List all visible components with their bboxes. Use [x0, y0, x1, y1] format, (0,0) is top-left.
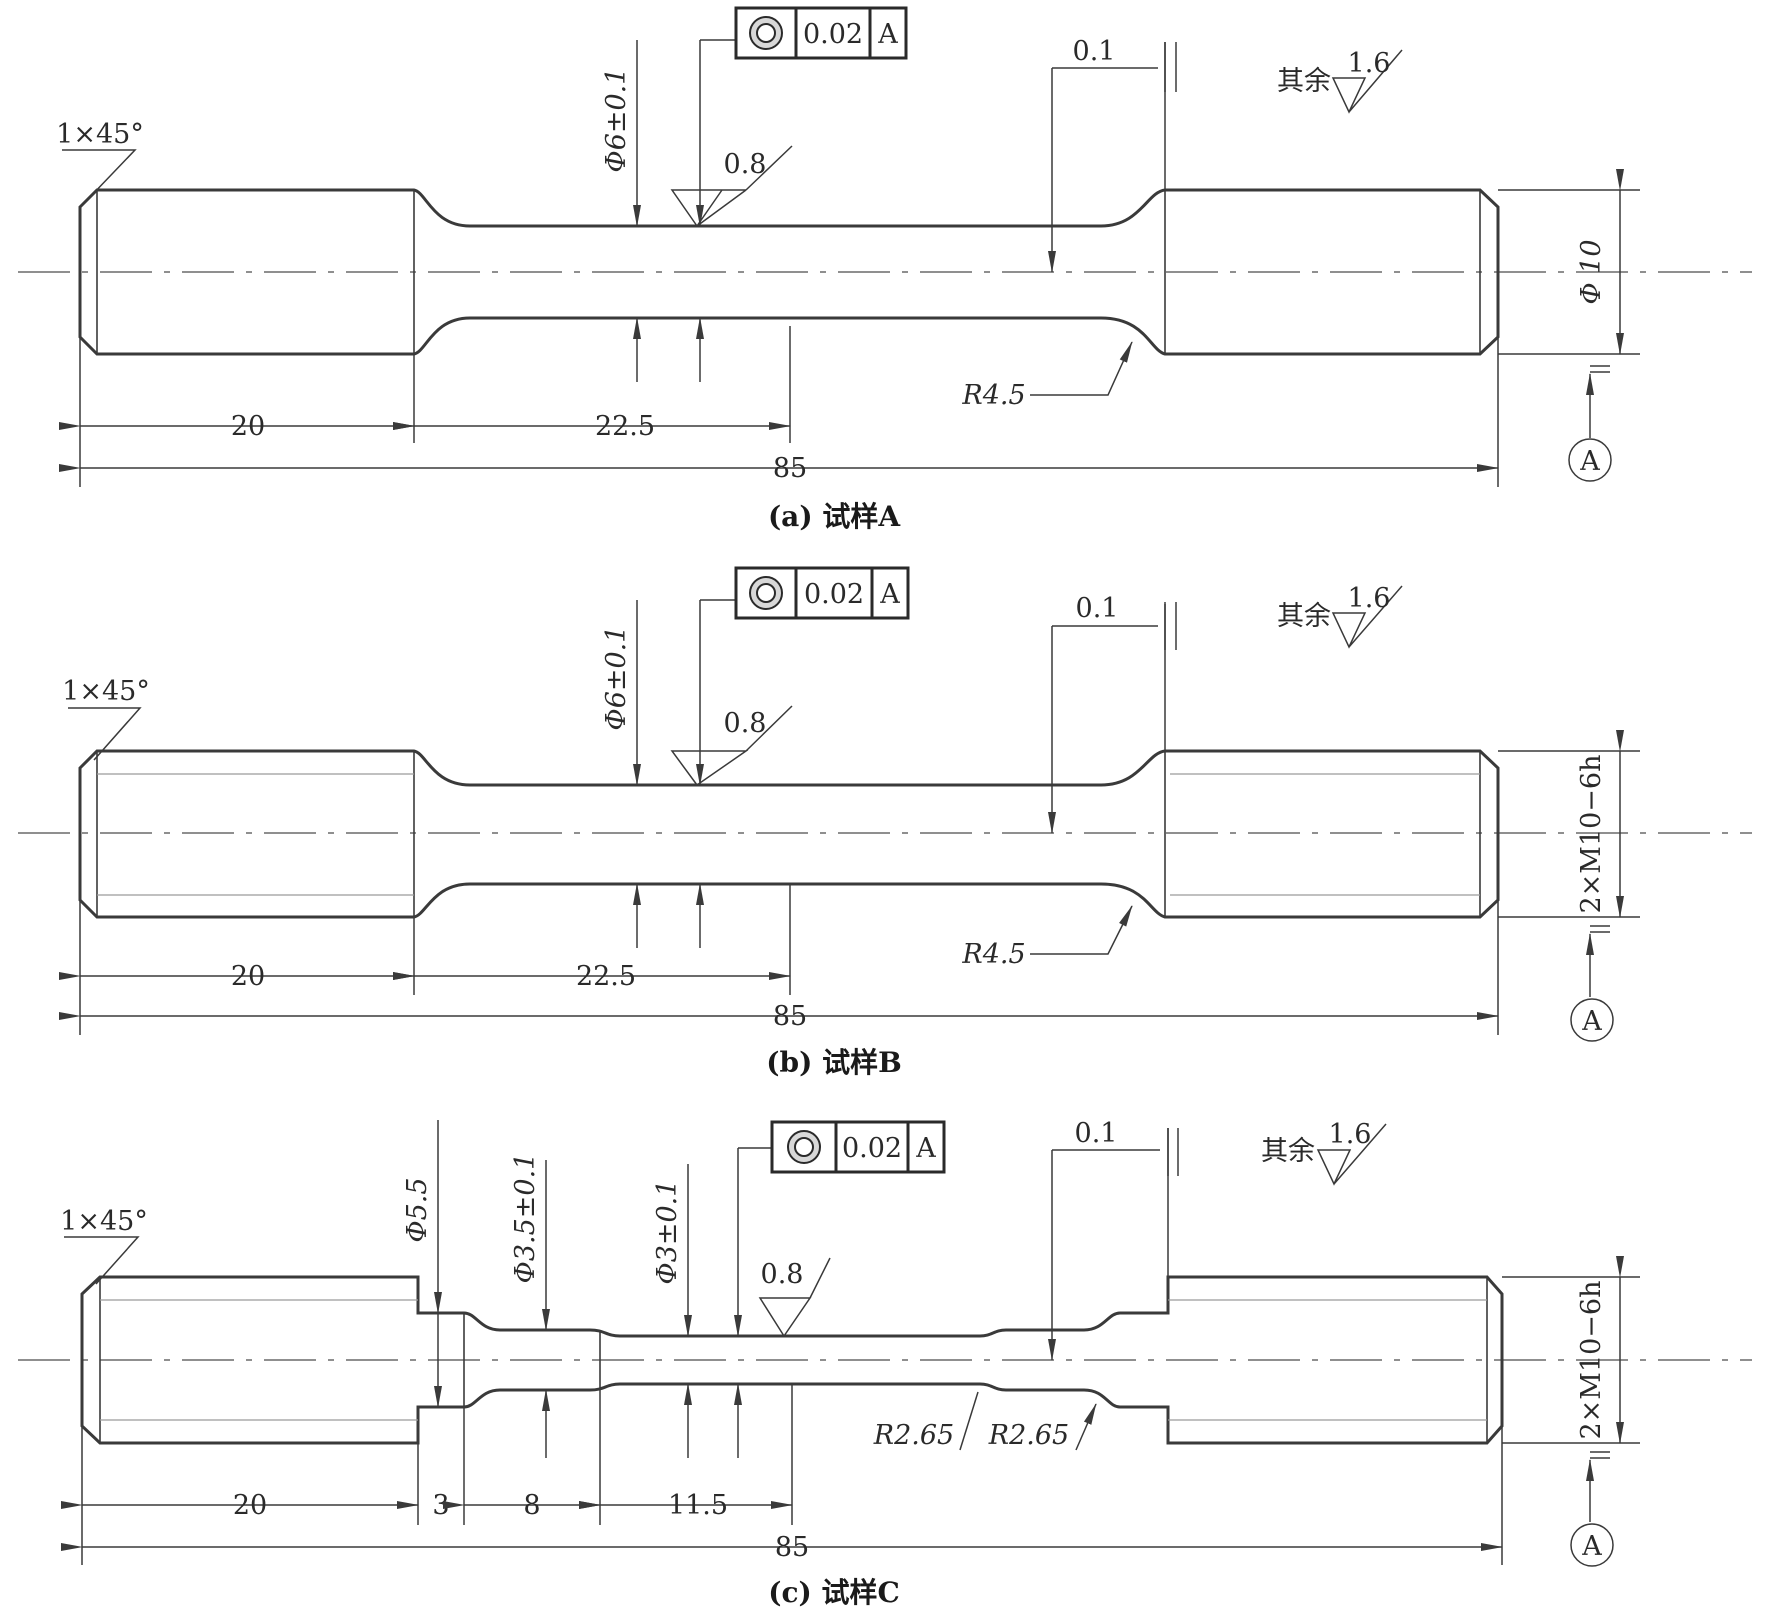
roughness-rest-icon: [1316, 1123, 1387, 1186]
fcf-datum: A: [879, 579, 900, 610]
specimen-a: 20 22.5 85 Φ 10 Φ6±0.1 0.02 A 0.8: [18, 6, 1752, 533]
fillet-radius-1: R2.65: [873, 1420, 954, 1451]
feature-control-frame: 0.02 A: [734, 566, 910, 620]
chamfer-leader: [64, 1236, 140, 1285]
roughness-rest-label: 其余: [1277, 601, 1331, 632]
datum-label: A: [1581, 1531, 1602, 1562]
caption-a: (a) 试样A: [768, 500, 901, 533]
dim-total-length: 85: [775, 1532, 809, 1563]
roughness-gauge: 0.8: [761, 1259, 804, 1290]
fcf-tolerance: 0.02: [803, 19, 863, 50]
feature-control-frame: 0.02 A: [734, 6, 908, 60]
dim-thread: 2×M10−6h: [1576, 755, 1607, 914]
parallelism-value: 0.1: [1076, 593, 1119, 624]
specimen-b: 20 22.5 85 2×M10−6h Φ6±0.1 0.02 A 0.8: [18, 566, 1752, 1079]
roughness-rest-label: 其余: [1261, 1136, 1315, 1167]
dim-gauge-length: 22.5: [595, 411, 655, 442]
roughness-rest: 1.6: [1348, 583, 1391, 614]
roughness-rest-label: 其余: [1277, 66, 1331, 97]
chamfer-leader: [68, 707, 142, 761]
roughness-symbol: 0.8: [670, 705, 793, 787]
fillet-leader: [1030, 341, 1133, 396]
roughness-rest-icon: [1331, 585, 1403, 649]
datum-label: A: [1581, 1006, 1602, 1037]
roughness-symbol: 0.8: [758, 1257, 831, 1338]
dim-grip-length: 20: [231, 411, 265, 442]
roughness-rest-icon: [1331, 49, 1403, 114]
roughness-rest: 1.6: [1329, 1119, 1372, 1150]
dim-gauge-diameter: Φ3±0.1: [652, 1180, 683, 1285]
dim-mid-diameter: Φ3.5±0.1: [510, 1153, 541, 1284]
fillet-radius-2: R2.65: [988, 1420, 1069, 1451]
roughness-gauge: 0.8: [724, 708, 767, 739]
chamfer-note: 1×45°: [60, 1206, 148, 1237]
datum-circle: [1570, 998, 1614, 1042]
dim-mid-length: 8: [523, 1490, 540, 1521]
dim-step-diameter: Φ5.5: [402, 1177, 433, 1242]
fillet-radius: R4.5: [961, 380, 1025, 411]
specimen-outline: [78, 749, 1500, 919]
dim-grip-length: 20: [231, 961, 265, 992]
datum-label: A: [1579, 446, 1600, 477]
fcf-datum: A: [915, 1133, 936, 1164]
roughness-rest: 1.6: [1348, 48, 1391, 79]
chamfer-note: 1×45°: [56, 119, 144, 150]
fcf-tolerance: 0.02: [842, 1133, 902, 1164]
dim-grip-length: 20: [233, 1490, 267, 1521]
specimen-c: 20 3 8 11.5 85 2×M10−6h Φ5.5 Φ3.5±0.1 Φ3…: [18, 1118, 1752, 1609]
dim-end-diameter: Φ 10: [1576, 239, 1607, 304]
fillet-leader: [959, 1391, 979, 1451]
dim-total-length: 85: [773, 453, 807, 484]
fillet-leader: [1030, 905, 1133, 955]
dim-gauge-length: 11.5: [668, 1490, 728, 1521]
dim-step-length: 3: [432, 1490, 449, 1521]
fcf-tolerance: 0.02: [804, 579, 864, 610]
parallelism-value: 0.1: [1075, 1118, 1118, 1149]
fillet-leader: [1075, 1403, 1097, 1451]
dim-gauge-diameter: Φ6±0.1: [601, 68, 632, 173]
chamfer-leader: [62, 149, 137, 198]
roughness-symbol: 0.8: [670, 145, 793, 227]
dim-gauge-diameter: Φ6±0.1: [601, 626, 632, 731]
chamfer-note: 1×45°: [62, 676, 150, 707]
feature-control-frame: 0.02 A: [770, 1120, 946, 1174]
parallelism-value: 0.1: [1073, 36, 1116, 67]
dim-thread: 2×M10−6h: [1576, 1281, 1607, 1440]
caption-b: (b) 试样B: [766, 1046, 902, 1079]
datum-circle: [1570, 1523, 1614, 1567]
roughness-gauge: 0.8: [724, 149, 767, 180]
fillet-radius: R4.5: [961, 939, 1025, 970]
datum-circle: [1568, 438, 1612, 482]
caption-c: (c) 试样C: [768, 1576, 900, 1609]
fcf-datum: A: [877, 19, 898, 50]
dim-total-length: 85: [773, 1001, 807, 1032]
dim-gauge-length: 22.5: [576, 961, 636, 992]
